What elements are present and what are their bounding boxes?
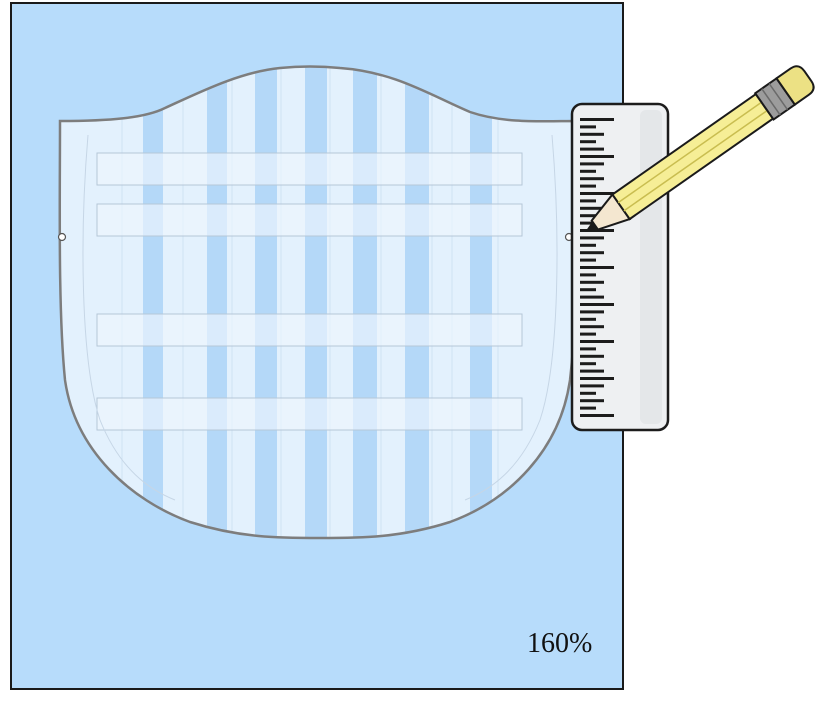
inner-curve-right (464, 134, 558, 501)
ruler-tick (580, 251, 604, 255)
pencil-body-facet-1 (617, 101, 762, 204)
horizontal-stripe (96, 203, 523, 237)
ruler-tick (580, 273, 596, 277)
vertical-stripe (470, 66, 492, 538)
ruler-tick (580, 147, 604, 151)
ruler-tick (580, 332, 596, 336)
inner-curve-left (82, 134, 176, 501)
ruler-tick (580, 384, 604, 388)
ruler-tick (580, 391, 596, 395)
pencil-icon[interactable] (576, 63, 817, 245)
ruler-tick (580, 340, 614, 343)
ruler-tick (580, 414, 614, 417)
shield-outline (58, 65, 580, 540)
vertical-stripe (207, 66, 227, 538)
pencil-ferrule-band-2 (768, 83, 789, 111)
ruler-tick (580, 406, 596, 410)
ruler-tick (580, 125, 596, 129)
horizontal-stripes (96, 152, 523, 431)
pencil-graphite (585, 219, 600, 232)
ruler-tick (580, 325, 604, 329)
ruler-tick (580, 258, 596, 262)
plaid-stripes (82, 66, 558, 538)
ruler-tick (580, 280, 604, 284)
ruler-tick (580, 214, 596, 218)
horizontal-stripe (96, 152, 523, 186)
ruler-tick (580, 310, 604, 314)
ruler-tick (580, 317, 596, 321)
ruler-tick (580, 362, 596, 366)
ruler-tick (580, 288, 596, 292)
ruler-tick (580, 169, 596, 173)
left-anchor-point[interactable] (57, 232, 67, 242)
ruler-tick (580, 303, 614, 306)
pencil-eraser (775, 65, 815, 106)
pencil-ferrule-band-1 (761, 88, 781, 116)
vertical-stripe (255, 66, 277, 538)
vertical-stripe (353, 66, 377, 538)
ruler-tick (580, 229, 614, 232)
ruler-tick (580, 295, 604, 299)
ruler-tick (580, 162, 604, 166)
vertical-stripe (143, 66, 163, 538)
ruler-tick (580, 347, 596, 351)
vertical-stripe (405, 66, 429, 538)
ruler-tick (580, 177, 604, 181)
zoom-level-label: 160% (527, 628, 593, 659)
ruler-tick (580, 132, 604, 136)
pencil-body-facet-2 (623, 109, 768, 212)
ruler-tick (580, 199, 596, 203)
ruler-tick (580, 377, 614, 380)
ruler-tick (580, 399, 604, 403)
ruler-tick (580, 192, 614, 195)
ruler-tick (580, 206, 604, 210)
ruler-tick (580, 354, 604, 358)
ruler-icon[interactable] (570, 102, 670, 432)
ruler-tick (580, 184, 596, 188)
horizontal-stripe (96, 313, 523, 347)
ruler-tick (580, 243, 596, 247)
ruler-shade (640, 110, 662, 424)
horizontal-stripe (96, 397, 523, 431)
vertical-stripe (305, 66, 327, 538)
ruler-tick (580, 236, 604, 240)
ruler-tick (580, 118, 614, 121)
ruler-tick (580, 155, 614, 158)
ruler-tick (580, 140, 596, 144)
ruler-tick (580, 266, 614, 269)
ruler-tick (580, 369, 604, 373)
